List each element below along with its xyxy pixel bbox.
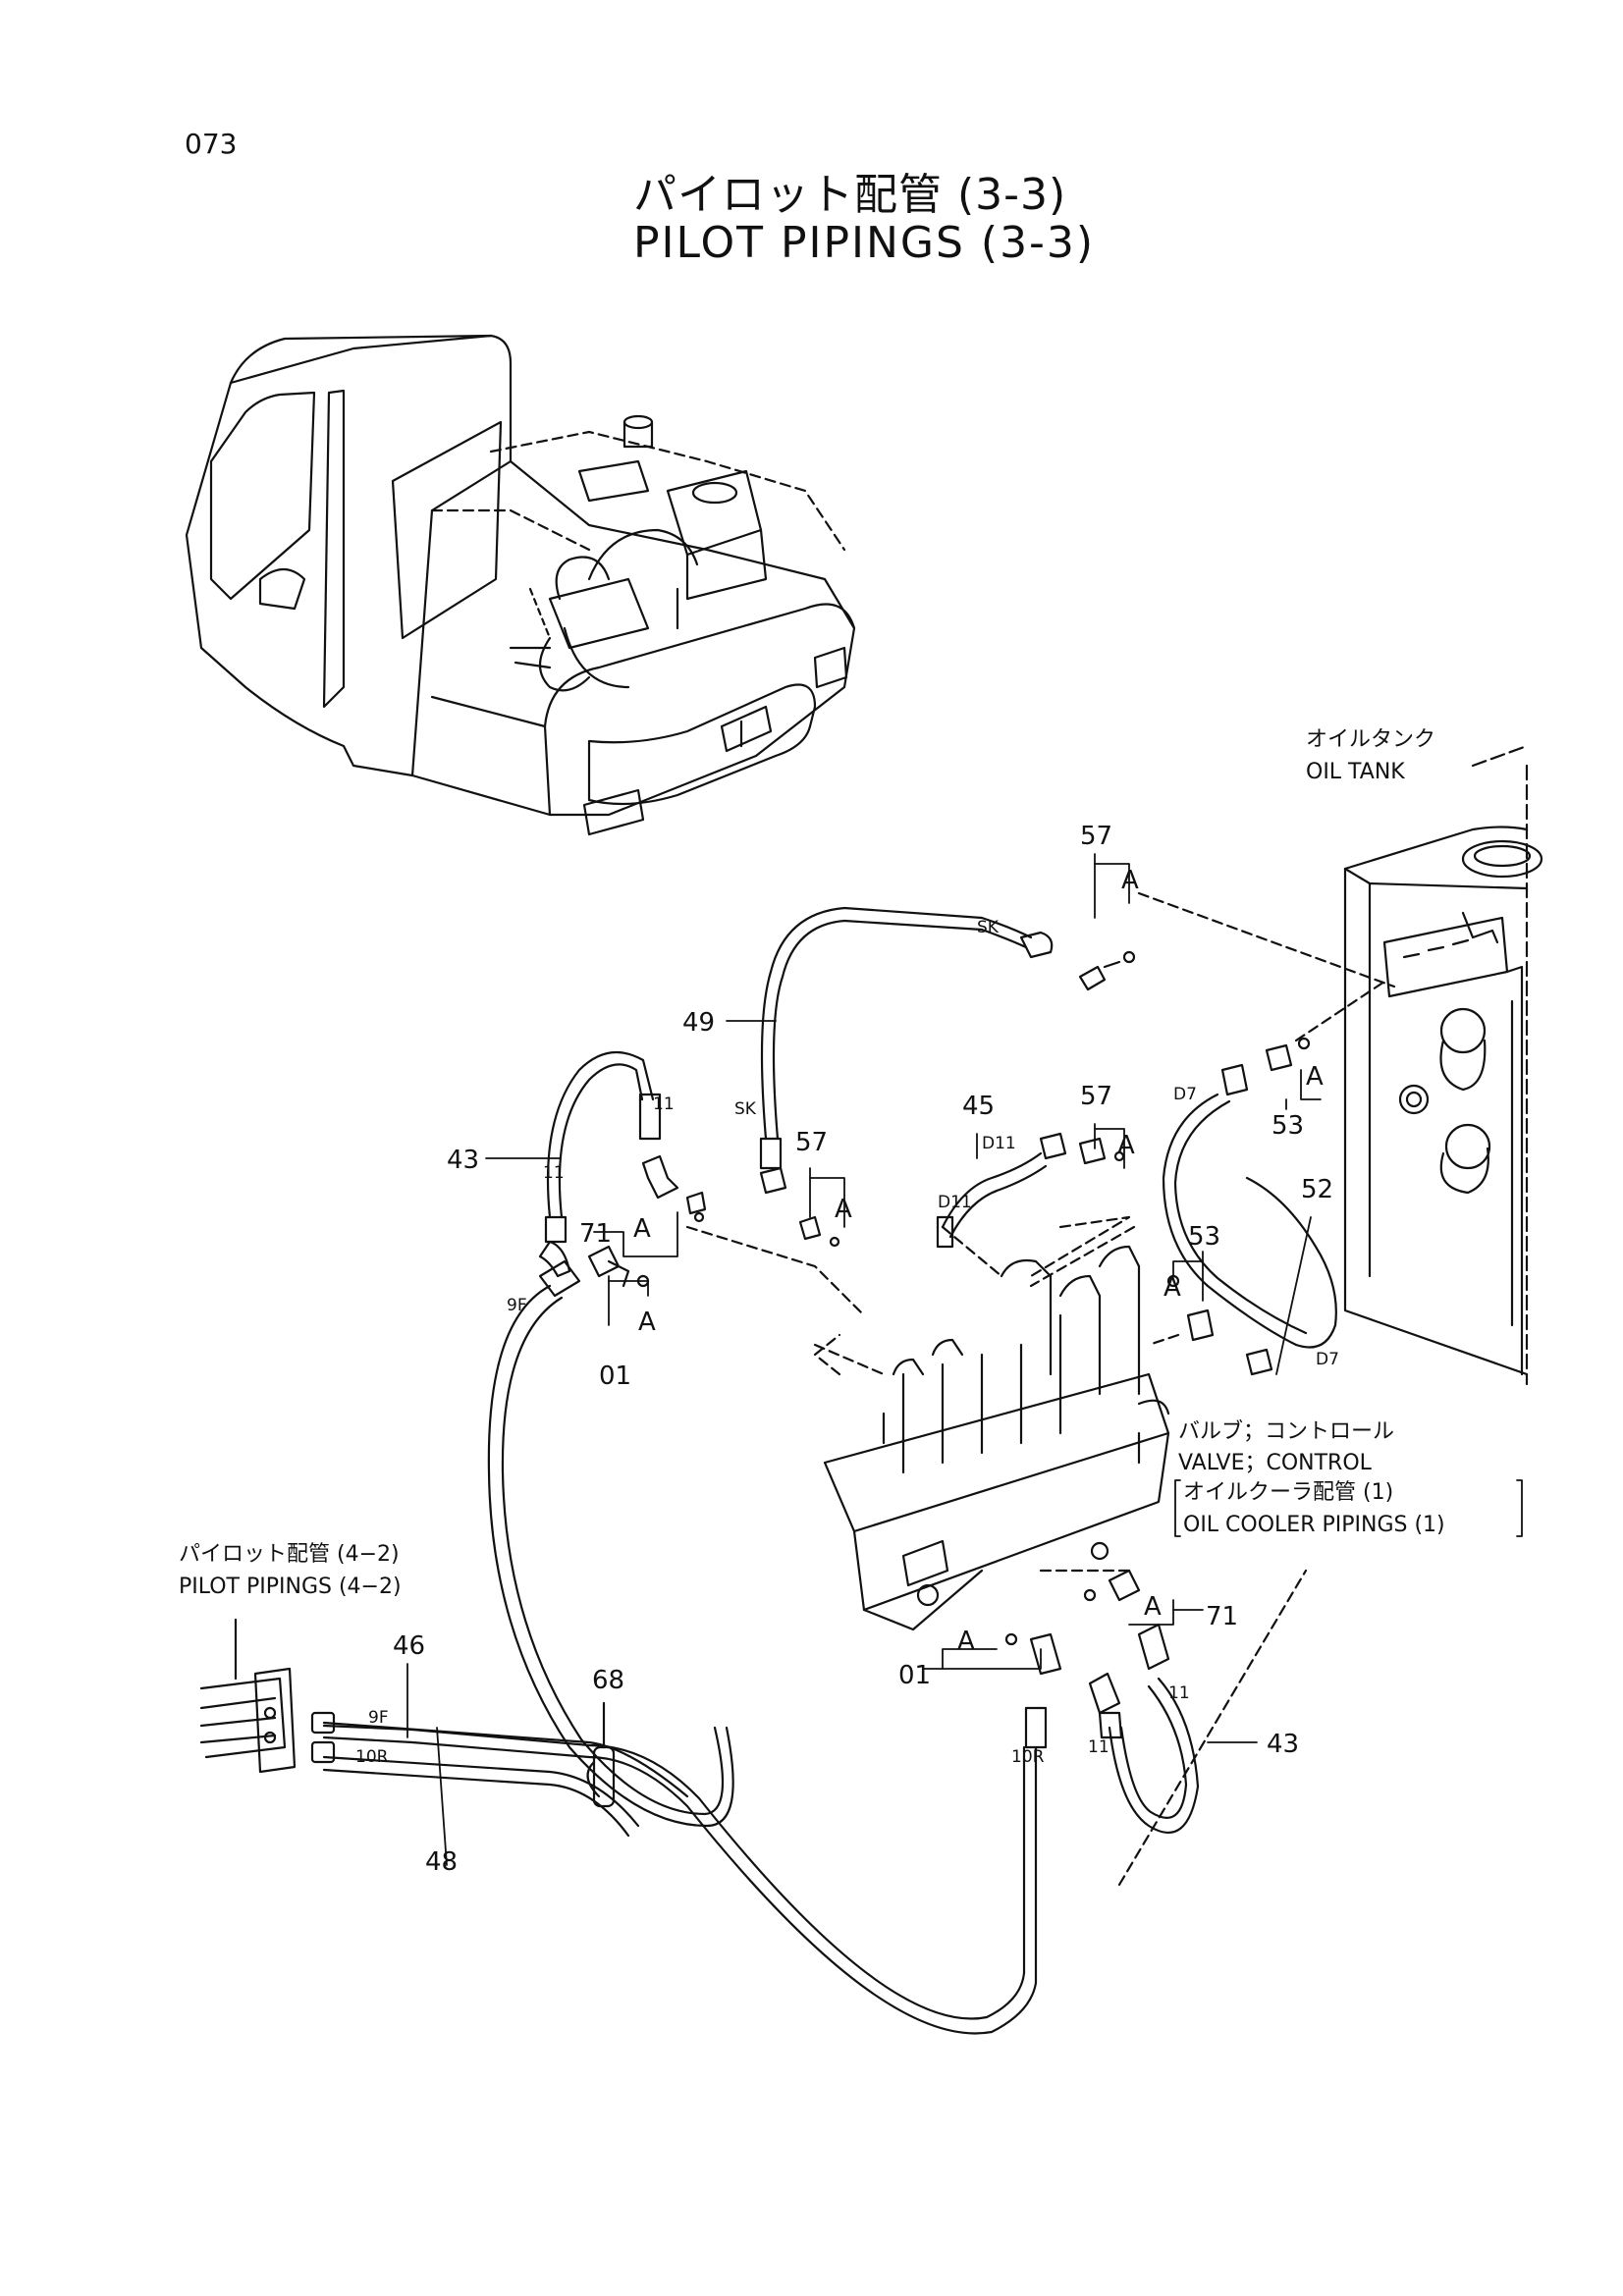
clamp-68 (586, 1701, 616, 1808)
control-valve (685, 891, 1396, 1887)
valve-label-en: VALVE；CONTROL (1178, 1451, 1373, 1475)
callout-49: 49 (682, 1008, 715, 1038)
oil-tank (1343, 744, 1543, 1386)
callout-57-left: 57 (795, 1128, 828, 1157)
callout-43-lower: 43 (1267, 1730, 1299, 1759)
cooler-label-jp: オイルクーラ配管 (1) (1183, 1480, 1393, 1505)
tag-11-upper-left: 11 (543, 1163, 565, 1183)
oil-tank-label-jp: オイルタンク (1306, 727, 1435, 752)
callout-46: 46 (393, 1631, 425, 1661)
callout-45: 45 (962, 1092, 995, 1121)
pilot-block-4-2 (199, 1618, 336, 1774)
callout-53-lower: 53 (1188, 1222, 1220, 1252)
pilot-ref-label-jp: パイロット配管 (4−2) (179, 1542, 400, 1567)
page-number: 073 (185, 128, 238, 160)
tag-d7-lower: D7 (1316, 1350, 1339, 1369)
callout-52: 52 (1301, 1175, 1333, 1204)
tag-d11-upper: D11 (982, 1134, 1016, 1153)
marker-a-1: A (1121, 866, 1139, 895)
tag-9f-valve: 9F (507, 1296, 527, 1315)
marker-a-7: A (1163, 1273, 1181, 1303)
tag-sk-lower: SK (734, 1099, 757, 1119)
tag-d7-upper: D7 (1173, 1085, 1197, 1104)
hose-lines (322, 906, 1337, 2035)
oil-tank-label-en: OIL TANK (1306, 760, 1405, 784)
valve-label-jp: バルブ；コントロール (1178, 1419, 1394, 1444)
fittings (538, 931, 1311, 1749)
callout-57-mid: 57 (1080, 1082, 1112, 1111)
pilot-ref-label-en: PILOT PIPINGS (4−2) (179, 1575, 402, 1599)
tag-sk-top: SK (977, 918, 1000, 937)
marker-a-2: A (1117, 1131, 1135, 1160)
callout-leaders (406, 853, 1322, 1866)
marker-a-9: A (957, 1627, 975, 1656)
tag-10r-valve: 10R (1011, 1747, 1045, 1767)
callout-71-upper: 71 (579, 1219, 612, 1249)
excavator-overview (185, 334, 856, 836)
callout-43-upper: 43 (447, 1146, 479, 1175)
marker-a-6: A (1306, 1062, 1324, 1092)
marker-a-4: A (633, 1214, 651, 1244)
callout-01-lower: 01 (898, 1661, 931, 1690)
page-title-jp: パイロット配管 (3-3) (633, 170, 1067, 220)
callout-71-lower: 71 (1206, 1602, 1238, 1631)
callout-48: 48 (425, 1847, 458, 1877)
marker-a-3: A (835, 1195, 852, 1224)
marker-a-5: A (638, 1308, 656, 1337)
marker-a-8: A (1144, 1592, 1162, 1622)
cooler-label-en: OIL COOLER PIPINGS (1) (1183, 1513, 1445, 1537)
callout-68: 68 (592, 1666, 624, 1695)
tag-d11-lower: D11 (938, 1193, 972, 1212)
callout-57-top: 57 (1080, 822, 1112, 851)
callout-53-upper: 53 (1271, 1111, 1304, 1141)
cooler-note-brackets (1174, 1479, 1523, 1537)
callout-01-upper: 01 (599, 1362, 631, 1391)
tag-11-lower-right: 11 (1168, 1683, 1190, 1703)
tag-11-upper-right: 11 (653, 1095, 675, 1114)
tag-10r-block: 10R (355, 1747, 389, 1767)
page-title-en: PILOT PIPINGS (3-3) (633, 218, 1096, 268)
tag-9f-block: 9F (368, 1708, 389, 1728)
tag-11-lower-left: 11 (1088, 1737, 1109, 1757)
